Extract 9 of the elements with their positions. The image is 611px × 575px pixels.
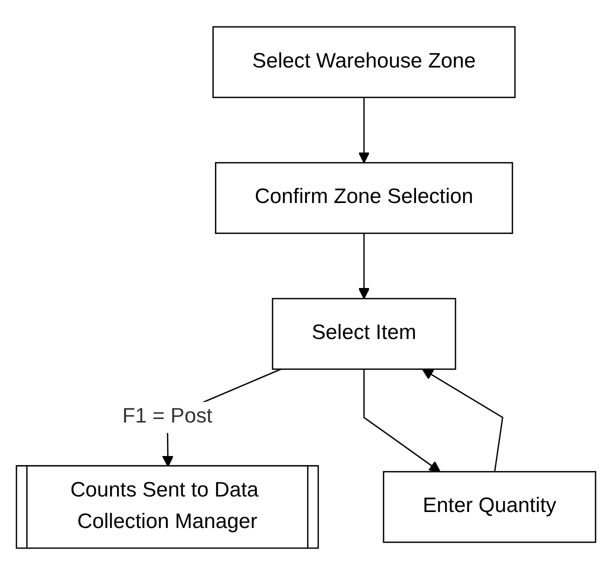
arrow: [358, 97, 370, 164]
arrow: [358, 233, 370, 300]
node-box: Select Warehouse Zone: [212, 26, 516, 98]
arrow: [421, 368, 503, 472]
arrow: [362, 369, 440, 472]
node-box: Enter Quantity: [382, 471, 596, 543]
node-box: Select Item: [271, 298, 456, 370]
edge-label: F1 = Post: [122, 406, 212, 428]
node-box: Confirm Zone Selection: [214, 162, 513, 234]
